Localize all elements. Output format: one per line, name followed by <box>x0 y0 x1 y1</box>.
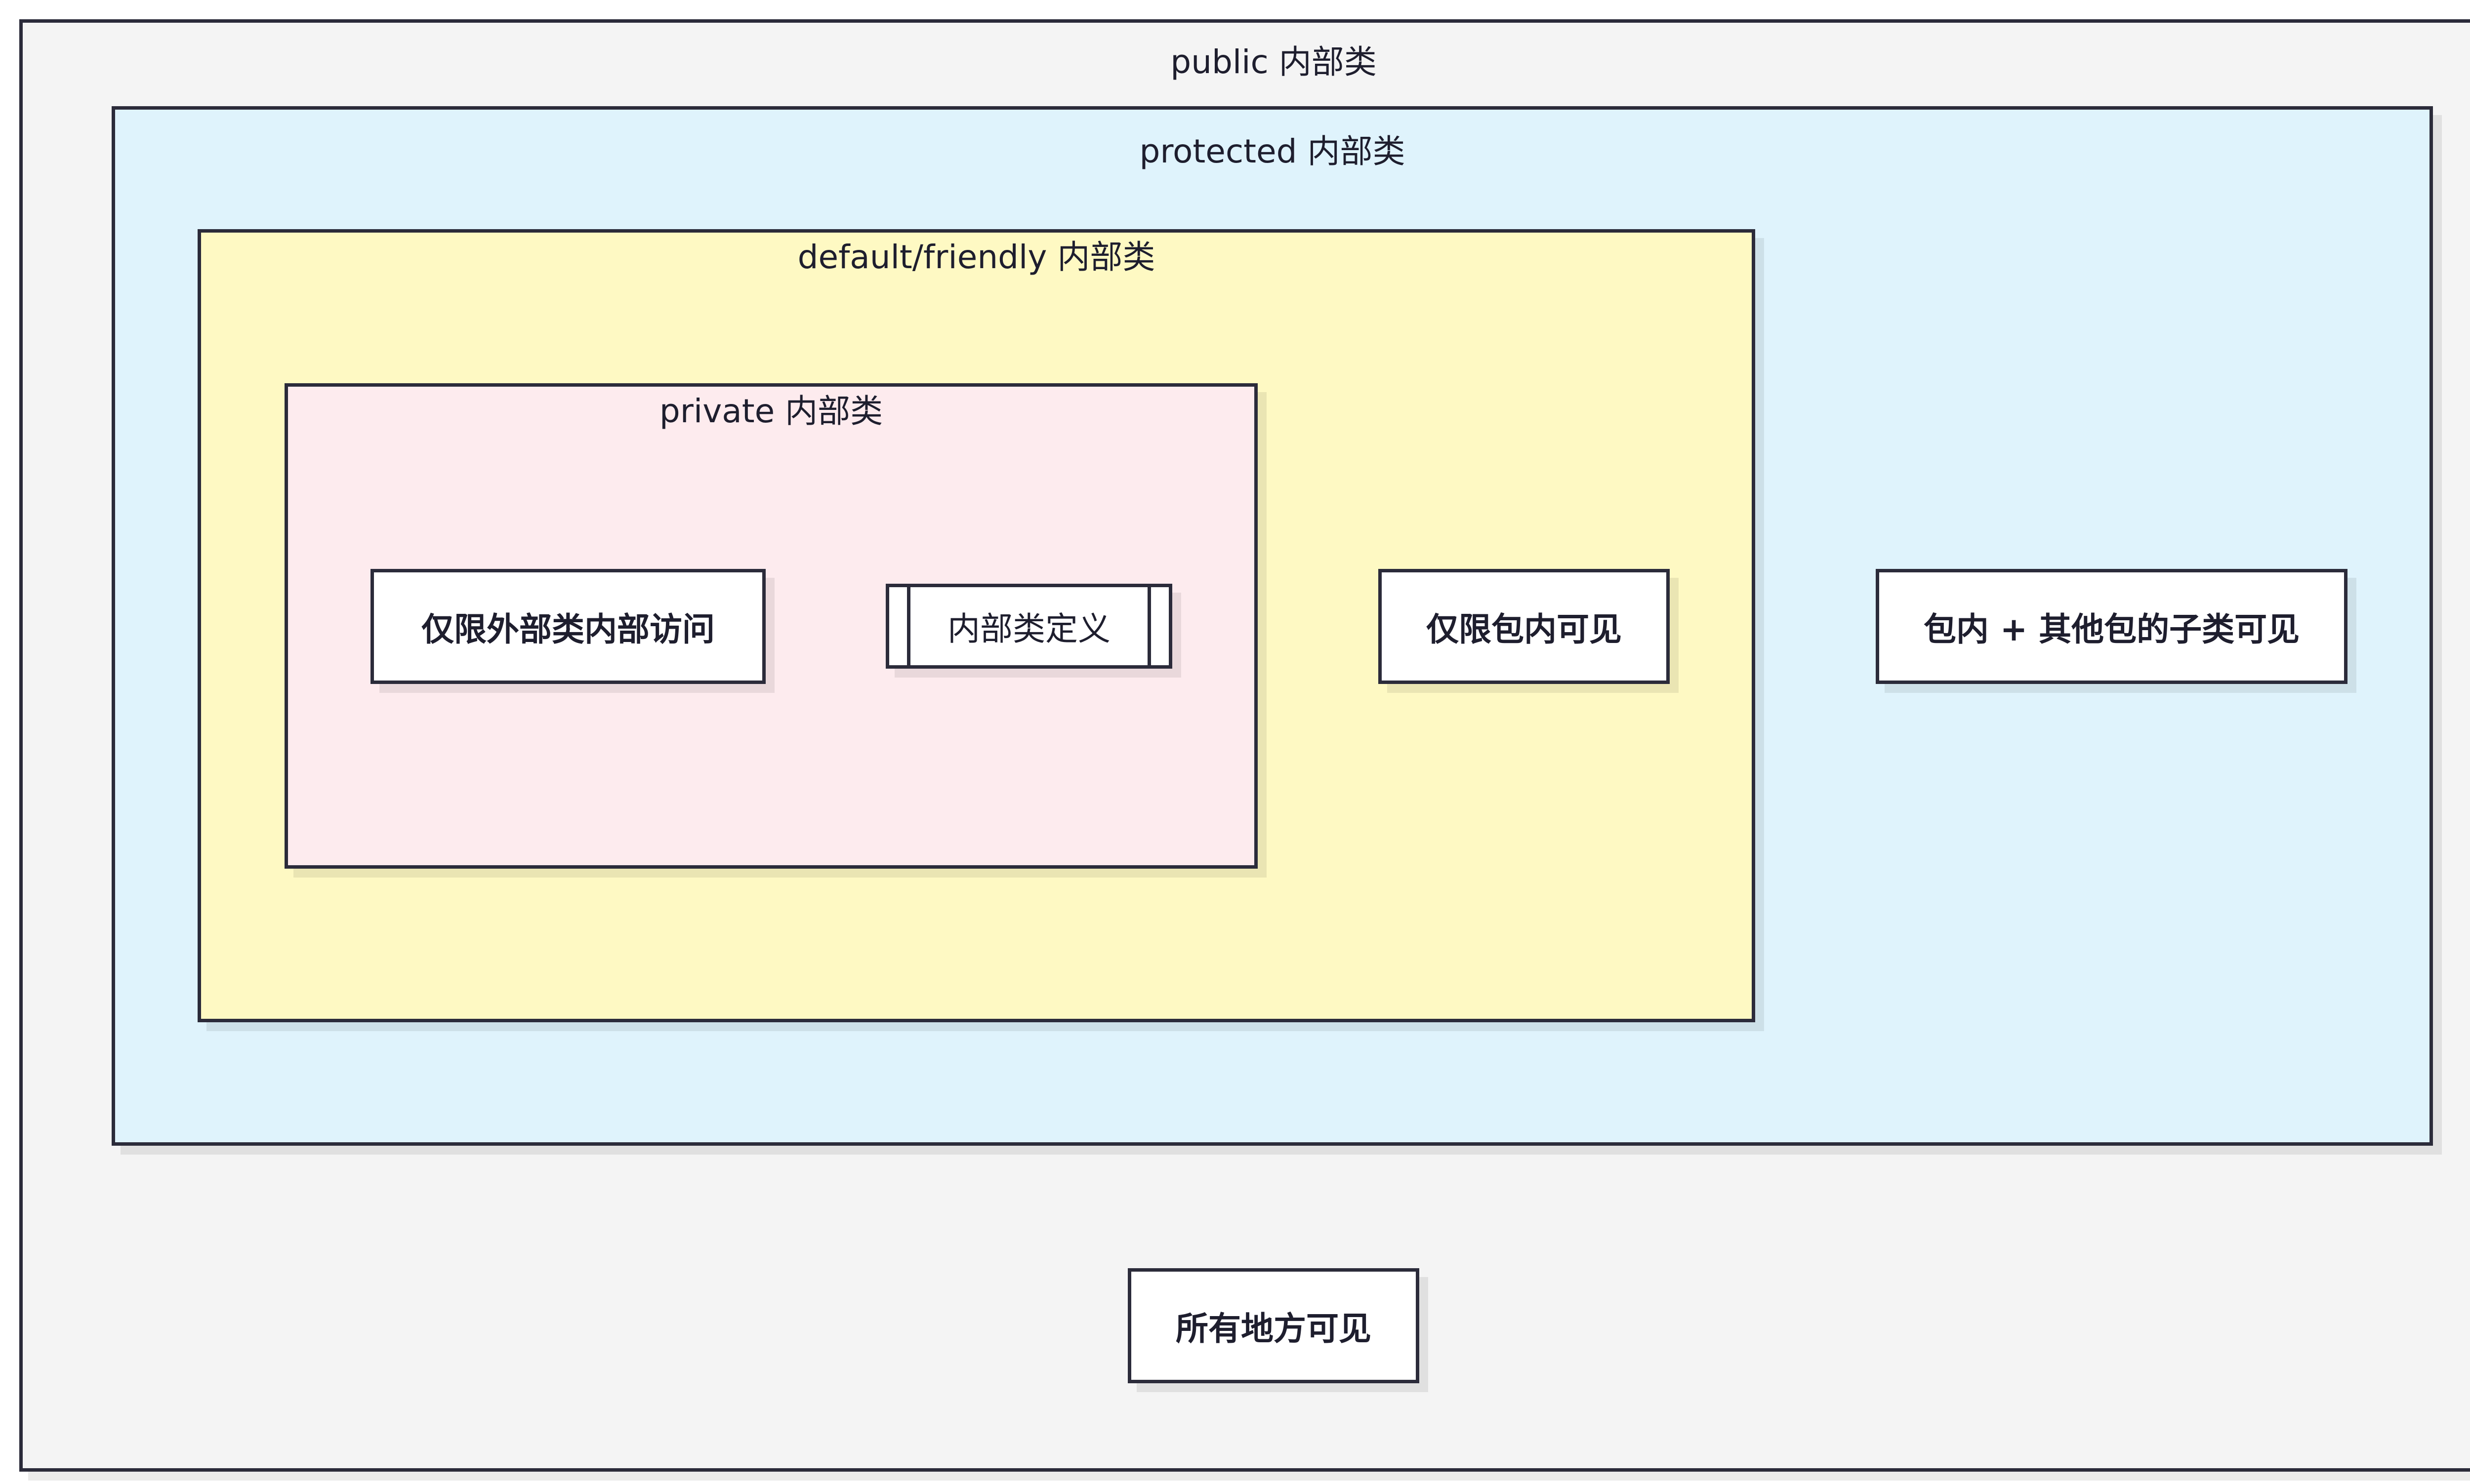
node-package-and-subclass-note[interactable]: 包内 + 其他包的子类可见 <box>1876 569 2347 684</box>
subroutine-bar-right <box>1148 587 1151 665</box>
zone-protected-label: protected 内部类 <box>1139 132 1405 170</box>
node-inner-class-definition[interactable]: 内部类定义 <box>886 584 1172 669</box>
node-package-and-subclass-text: 包内 + 其他包的子类可见 <box>1923 610 2300 648</box>
node-everywhere-note[interactable]: 所有地方可见 <box>1128 1268 1419 1383</box>
node-package-only-text: 仅限包内可见 <box>1426 610 1622 648</box>
subroutine-bar-left <box>907 587 910 665</box>
node-everywhere-text: 所有地方可见 <box>1176 1309 1371 1348</box>
zone-default-label: default/friendly 内部类 <box>797 238 1155 276</box>
zone-public-label: public 内部类 <box>1170 43 1377 81</box>
node-package-only-note[interactable]: 仅限包内可见 <box>1378 569 1670 684</box>
node-private-access-text: 仅限外部类内部访问 <box>421 610 715 648</box>
node-private-access-note[interactable]: 仅限外部类内部访问 <box>370 569 766 684</box>
zone-private-label: private 内部类 <box>659 392 883 430</box>
node-inner-class-definition-text: 内部类定义 <box>947 610 1111 648</box>
